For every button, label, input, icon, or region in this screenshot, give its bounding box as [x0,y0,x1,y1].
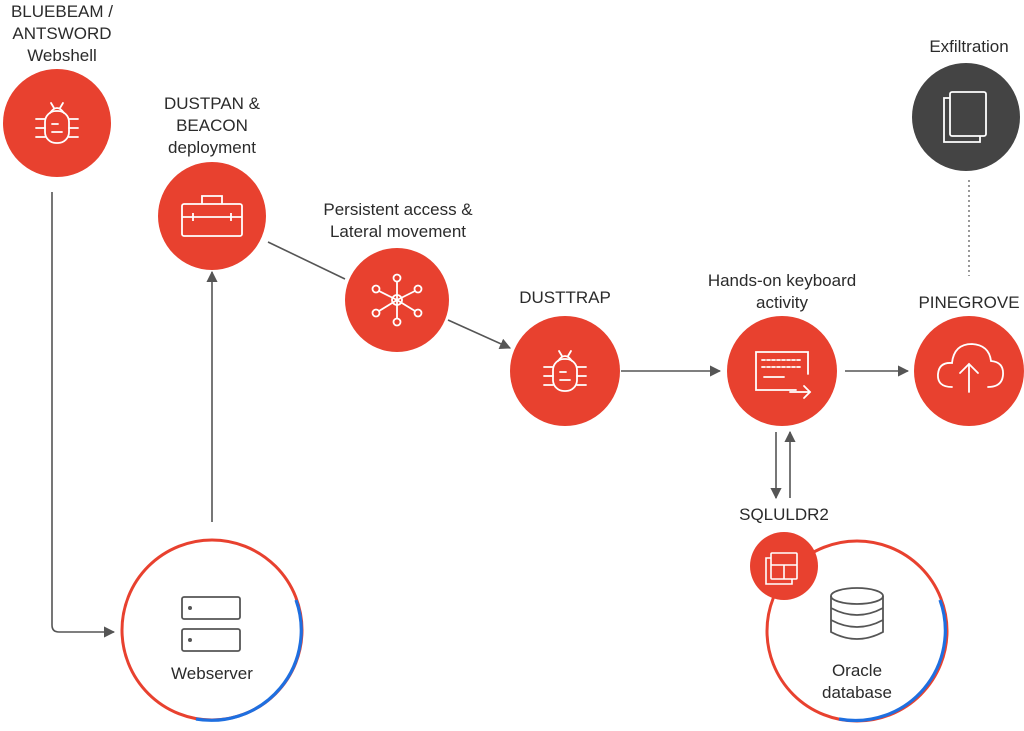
node-sqluldr [750,532,818,600]
keyboard-icon [755,351,812,399]
network-hub-icon [371,273,423,327]
node-dustpan [158,162,266,270]
label-oracle: Oracle database [797,660,917,704]
label-line: Oracle [831,661,883,680]
label-pinegrove: PINEGROVE [909,292,1024,314]
label-line: DUSTPAN & [163,94,261,113]
label-line: Exfiltration [929,37,1009,56]
database-icon [830,587,884,640]
connectors [51,180,970,638]
node-webserver [120,538,304,722]
label-dusttrap: DUSTTRAP [505,287,625,309]
toolbox-icon [181,195,243,237]
cloud-upload-icon [937,343,1004,393]
node-bluebeam [3,69,111,177]
node-persistent [345,248,449,352]
label-line: activity [756,293,808,312]
table-icon [765,552,798,585]
arrow-bluebeam-to-webserver [51,192,116,638]
label-dustpan: DUSTPAN & BEACON deployment [152,93,272,159]
label-line: PINEGROVE [918,293,1020,312]
label-webserver: Webserver [152,663,272,685]
label-line: Webserver [171,664,253,683]
label-line: BEACON [176,116,248,135]
label-line: Lateral movement [329,222,467,241]
line-dustpan-to-persistent [267,241,346,280]
label-line: Hands-on keyboard [707,271,857,290]
label-line: SQLULDR2 [739,505,829,524]
label-line: Persistent access & [323,200,473,219]
bug-icon [35,102,79,144]
label-persistent: Persistent access & Lateral movement [300,199,496,243]
label-line: deployment [168,138,256,157]
node-oracle [765,539,949,723]
label-exfil: Exfiltration [909,36,1024,58]
label-sqluldr: SQLULDR2 [724,504,844,526]
bug-icon [543,350,587,392]
label-bluebeam: BLUEBEAM / ANTSWORD Webshell [0,1,124,67]
arrow-persistent-to-dusttrap [447,319,512,349]
server-icon [181,596,241,652]
node-keyboard [727,316,837,426]
documents-icon [943,91,987,143]
node-exfil [912,63,1020,171]
label-line: ANTSWORD [12,24,112,43]
label-line: database [822,683,892,702]
node-dusttrap [510,316,620,426]
label-line: Webshell [27,46,97,65]
node-pinegrove [914,316,1024,426]
label-line: DUSTTRAP [519,288,611,307]
label-line: BLUEBEAM / [10,2,114,21]
label-keyboard: Hands-on keyboard activity [682,270,882,314]
